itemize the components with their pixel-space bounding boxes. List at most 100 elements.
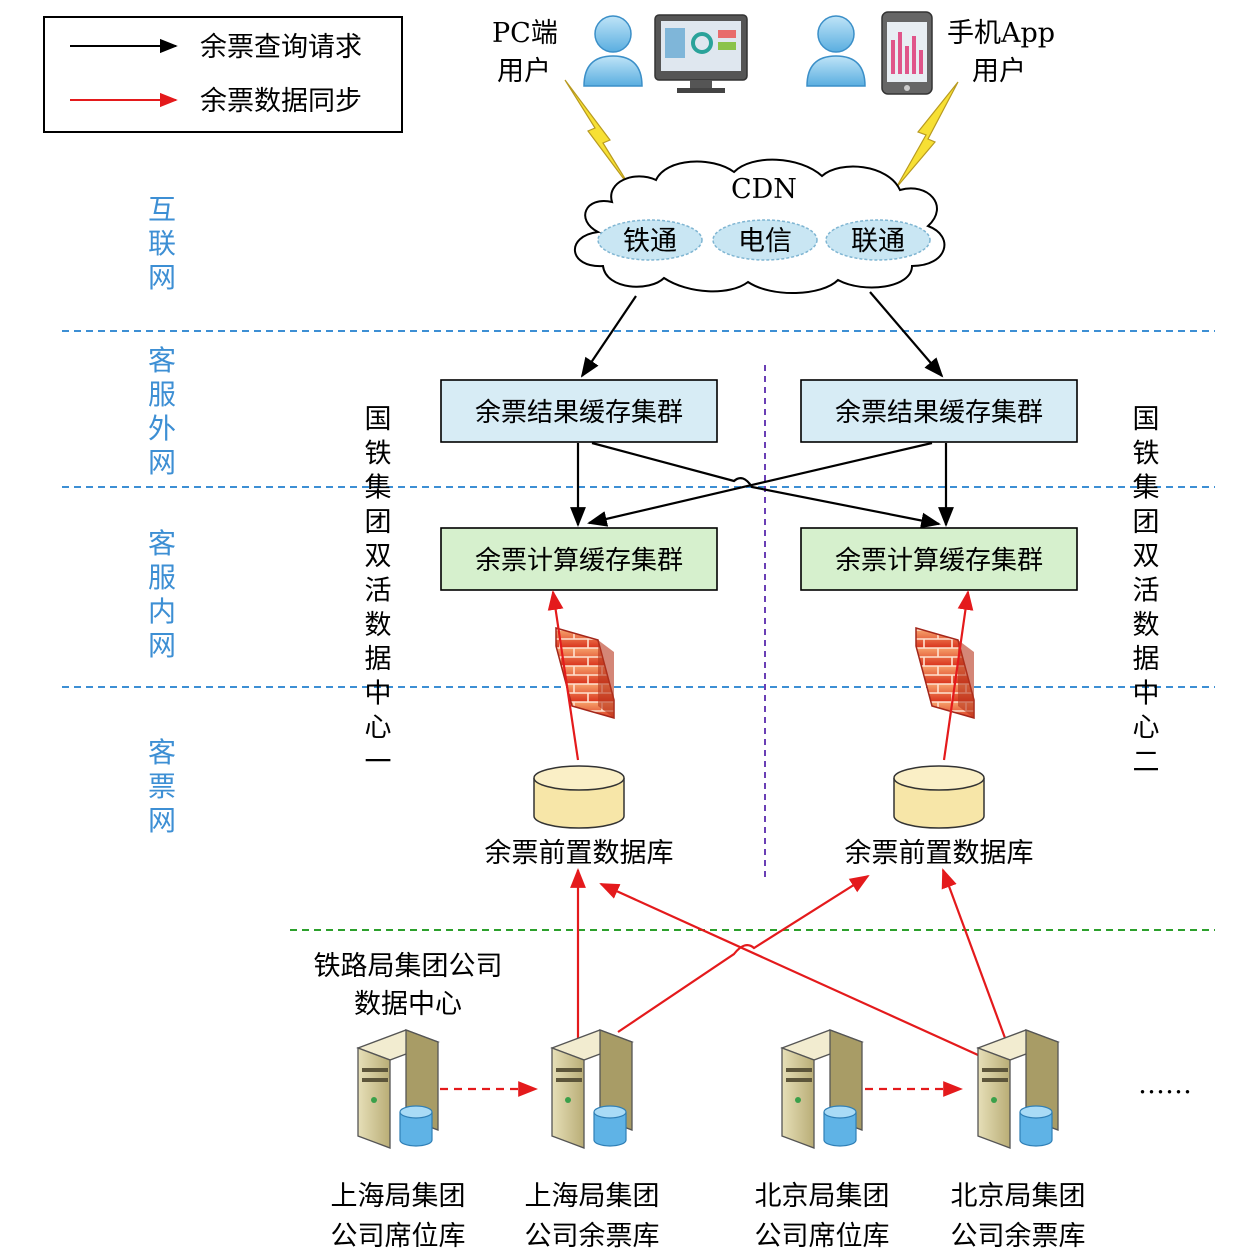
front-db-label-two: 余票前置数据库: [845, 838, 1034, 869]
svg-text:客: 客: [148, 736, 176, 769]
datacenter-char: 数: [1133, 610, 1160, 641]
query-arrow-right-to-left: [587, 441, 933, 527]
server-label-line2: 公司余票库: [525, 1221, 660, 1252]
isp-tietong: 铁通: [623, 226, 677, 257]
compute-cache-box-two: [800, 527, 1078, 591]
sync-arrow-db-to-compute-one: [547, 590, 580, 761]
datacenter-char: 心: [1133, 713, 1160, 744]
svg-text:客: 客: [148, 344, 176, 377]
mobile-user-label-line1: 手机App: [947, 18, 1055, 49]
datacenter-char: 集: [365, 473, 392, 504]
zone-label-service-outer: 客 服 外 网: [148, 344, 176, 479]
lightning-bolt-icon: [895, 81, 959, 189]
compute-cache-box-one: [440, 527, 718, 591]
datacenter-char: 中: [365, 678, 392, 709]
mobile-user-label-line2: 用户: [972, 56, 1026, 87]
legend-box: [43, 16, 403, 133]
svg-text:票: 票: [148, 770, 176, 803]
datacenter-char: 一: [365, 747, 392, 778]
datacenter-char: 中: [1133, 678, 1160, 709]
compute-cache-label-two: 余票计算缓存集群: [835, 546, 1043, 576]
isp-telecom: 电信: [738, 226, 792, 257]
server-icon: [976, 1029, 1060, 1149]
query-arrow-cdn-to-result-left: [580, 295, 637, 378]
pc-user-label-line1: PC端: [492, 18, 558, 49]
pc-user-icon: [583, 15, 643, 87]
svg-text:服: 服: [148, 378, 176, 411]
zone-label-service-inner: 客 服 内 网: [148, 527, 176, 662]
server-icon: [780, 1029, 864, 1149]
database-icon: [893, 765, 985, 829]
result-cache-label-two: 余票结果缓存集群: [835, 398, 1043, 428]
svg-text:联: 联: [148, 227, 176, 260]
datacenter-char: 国: [365, 404, 392, 435]
server-icon: [550, 1029, 634, 1149]
svg-text:服: 服: [148, 561, 176, 594]
database-icon: [533, 765, 625, 829]
datacenter-char: 国: [1133, 404, 1160, 435]
datacenter-char: 活: [365, 576, 392, 607]
sync-arrow-db-to-compute-two: [942, 590, 974, 761]
result-cache-box-one: [440, 379, 718, 443]
query-arrow-cdn-to-result-right: [869, 291, 944, 378]
datacenter-char: 二: [1133, 747, 1160, 778]
datacenter-char: 铁: [1133, 438, 1160, 469]
compute-cache-label-one: 余票计算缓存集群: [475, 546, 683, 576]
datacenter-char: 据: [1133, 644, 1160, 675]
datacenter-char: 双: [365, 541, 392, 572]
sync-arrow-beijing-to-db-one: [599, 882, 979, 1057]
bureau-dc-label-line2: 数据中心: [354, 989, 462, 1020]
isp-unicom: 联通: [851, 226, 905, 257]
legend-query-label: 余票查询请求: [200, 32, 362, 63]
datacenter-char: 团: [365, 507, 392, 538]
zone-label-internet: 互 联 网: [148, 193, 176, 294]
result-cache-label-one: 余票结果缓存集群: [475, 398, 683, 428]
monitor-icon: [654, 14, 748, 93]
pc-user-label-line2: 用户: [497, 56, 551, 87]
datacenter-char: 数: [365, 610, 392, 641]
server-label-line1: 北京局集团: [951, 1181, 1086, 1212]
mobile-user-icon: [806, 15, 866, 87]
cdn-title: CDN: [731, 174, 797, 205]
svg-text:互: 互: [148, 193, 176, 226]
datacenter-char: 集: [1133, 473, 1160, 504]
datacenter-char: 团: [1133, 507, 1160, 538]
front-db-label-one: 余票前置数据库: [485, 838, 674, 869]
lightning-bolt-icon: [564, 79, 633, 191]
ellipsis-text: ……: [1138, 1069, 1192, 1100]
datacenter-char: 心: [365, 713, 392, 744]
svg-text:网: 网: [148, 261, 176, 294]
result-cache-box-two: [800, 379, 1078, 443]
svg-text:客: 客: [148, 527, 176, 560]
server-label-line1: 上海局集团: [525, 1181, 660, 1212]
legend-sync-label: 余票数据同步: [200, 86, 362, 117]
bureau-dc-label-line1: 铁路局集团公司: [314, 951, 503, 982]
server-label-line1: 上海局集团: [331, 1181, 466, 1212]
datacenter-char: 铁: [365, 438, 392, 469]
server-label-line2: 公司席位库: [755, 1221, 890, 1252]
svg-text:网: 网: [148, 629, 176, 662]
cdn-cloud: CDN 铁通 电信 联通: [573, 158, 946, 295]
sync-arrow-shanghai-to-db-two: [617, 874, 870, 1033]
firewall-icon: [555, 627, 615, 719]
legend: 余票查询请求 余票数据同步: [43, 16, 403, 133]
svg-text:网: 网: [148, 446, 176, 479]
server-label-line1: 北京局集团: [755, 1181, 890, 1212]
svg-text:内: 内: [148, 595, 176, 628]
query-arrow-left-to-right: [591, 441, 941, 529]
datacenter-char: 双: [1133, 541, 1160, 572]
smartphone-icon: [881, 11, 933, 95]
sync-arrow-beijing-to-db-two: [941, 868, 1007, 1039]
zone-label-ticket-net: 客 票 网: [148, 736, 176, 837]
datacenter-char: 活: [1133, 576, 1160, 607]
datacenter-char: 据: [365, 644, 392, 675]
server-icon: [356, 1029, 440, 1149]
firewall-icon: [915, 627, 975, 719]
svg-text:外: 外: [148, 412, 176, 445]
svg-text:网: 网: [148, 804, 176, 837]
server-label-line2: 公司余票库: [951, 1221, 1086, 1252]
